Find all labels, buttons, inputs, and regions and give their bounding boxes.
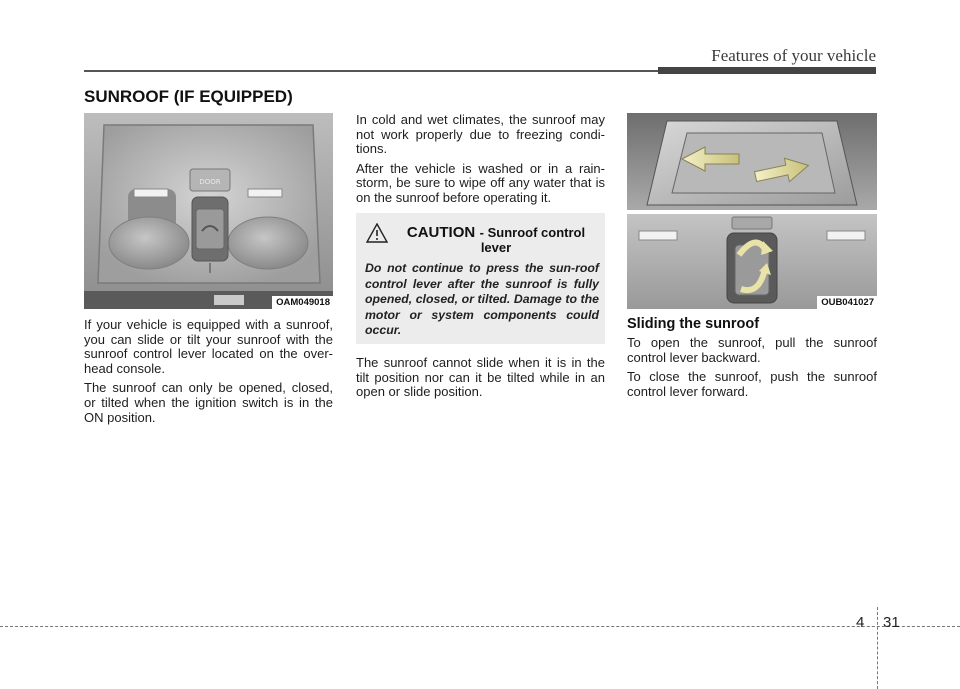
col1-paragraph-1: If your vehicle is equipped with a sunro…	[84, 317, 333, 376]
header-rule	[84, 70, 658, 72]
col1-text: If your vehicle is equipped with a sunro…	[84, 317, 333, 425]
section-title: SUNROOF (IF EQUIPPED)	[84, 87, 293, 106]
footer-rule	[0, 626, 960, 627]
col2-paragraph-1: In cold and wet climates, the sunroof ma…	[356, 112, 605, 157]
running-header: Features of your vehicle	[711, 46, 876, 65]
col2-paragraph-2: After the vehicle is washed or in a rain…	[356, 160, 605, 205]
chapter-number: 4	[856, 614, 865, 631]
figure-code-right: OUB041027	[817, 296, 877, 309]
page-number: 31	[883, 614, 900, 631]
col3-paragraph-1: To open the sunroof, pull the sunroof co…	[627, 335, 877, 365]
caution-heading: CAUTION - Sunroof control lever	[394, 225, 598, 255]
caution-body: Do not continue to press the sun-roof co…	[365, 261, 599, 337]
col2-bottom-text: The sunroof cannot slide when it is in t…	[356, 355, 605, 400]
col2-top-text: In cold and wet climates, the sunroof ma…	[356, 112, 605, 206]
sliding-sunroof-heading: Sliding the sunroof	[627, 316, 760, 332]
col3-text: To open the sunroof, pull the sunroof co…	[627, 335, 877, 399]
footer-divider	[877, 607, 878, 689]
caution-box: CAUTION - Sunroof control lever Do not c…	[356, 213, 605, 344]
caution-label: CAUTION	[406, 224, 476, 241]
col3-paragraph-2: To close the sunroof, push the sunroof c…	[627, 369, 877, 399]
col2-paragraph-3: The sunroof cannot slide when it is in t…	[356, 355, 605, 400]
col1-paragraph-2: The sunroof can only be opened, closed, …	[84, 380, 333, 425]
door-button-label: DOOR	[199, 178, 220, 186]
header-bar	[658, 67, 876, 74]
warning-triangle-icon	[366, 223, 388, 243]
figure-code-left: OAM049018	[272, 296, 333, 309]
overhead-console-photo: DOOR OAM049018	[84, 113, 333, 309]
caution-subject: - Sunroof control lever	[479, 225, 586, 255]
sunroof-photo: OUB041027	[627, 113, 877, 309]
